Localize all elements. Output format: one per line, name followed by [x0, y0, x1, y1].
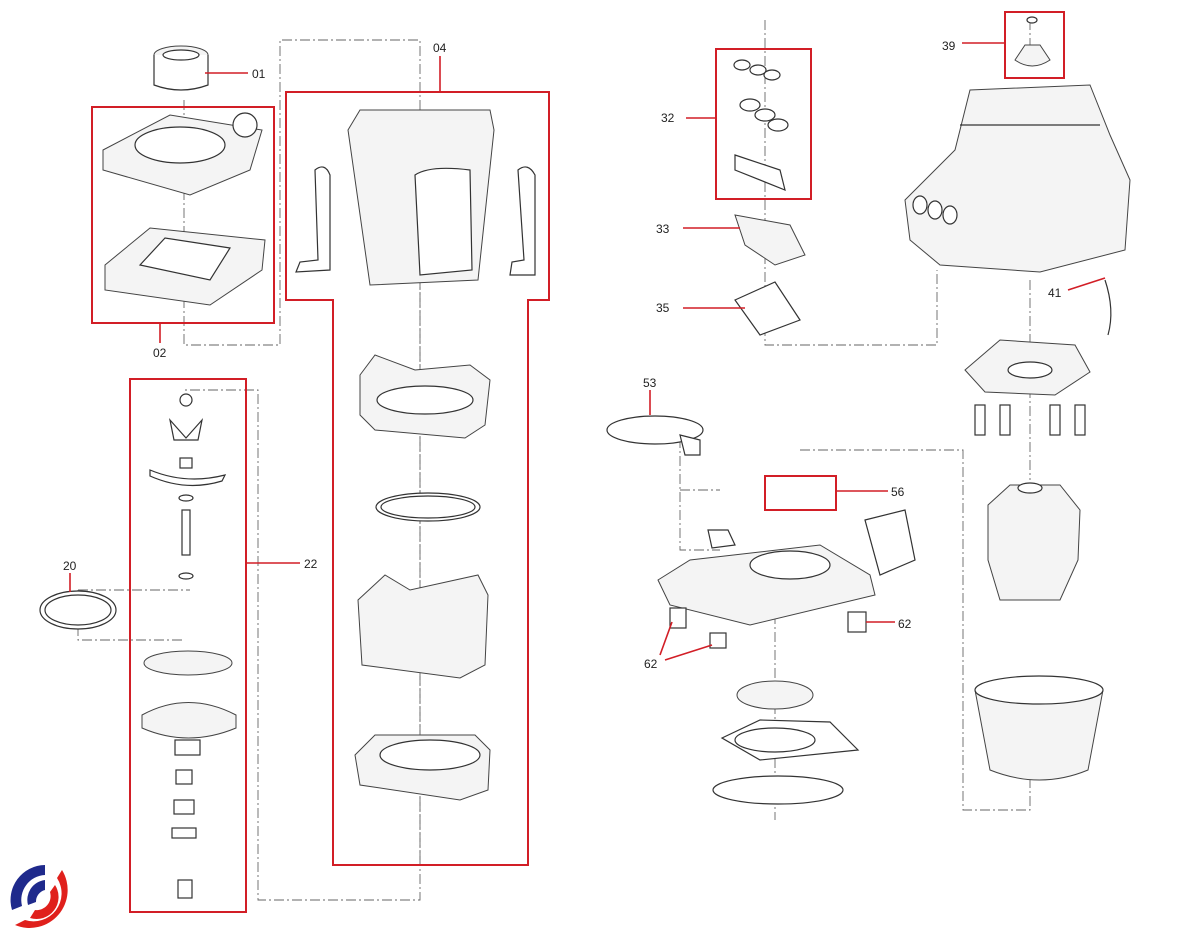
leader-lines [69, 42, 1106, 661]
callout-label: 33 [656, 222, 670, 236]
callout-label: 39 [942, 39, 956, 53]
control-panel-part [734, 214, 806, 266]
lid-seal-part [104, 227, 266, 306]
callout-label: 01 [252, 67, 266, 81]
lid-cap-part [153, 45, 209, 91]
blade-assembly-parts [39, 393, 237, 899]
callout-label: 02 [153, 346, 167, 360]
motor-base-housing-part [904, 84, 1131, 273]
jar-base-part [354, 734, 491, 801]
callout-label: 56 [891, 485, 905, 499]
fan-part [736, 680, 814, 710]
motor-housing-part [974, 675, 1104, 781]
callout-label: 04 [433, 41, 447, 55]
jar-sleeve-part [357, 574, 489, 679]
lid-part [102, 112, 263, 196]
jar-part [295, 109, 536, 286]
callout-labels: 01 02 04 20 22 32 33 35 39 41 53 56 62 6… [63, 39, 1062, 671]
motor-part [987, 482, 1081, 601]
callout-label: 32 [661, 111, 675, 125]
cord-part [1104, 279, 1112, 336]
coupling-part [1014, 16, 1051, 67]
callout-label: 62 [644, 657, 658, 671]
callout-label: 35 [656, 301, 670, 315]
brand-logo [10, 865, 68, 928]
callout-box-04 [285, 91, 550, 866]
callout-label: 41 [1048, 286, 1062, 300]
callout-label: 20 [63, 559, 77, 573]
wiring-loop-part [606, 415, 704, 456]
control-board-part [734, 281, 801, 336]
callout-label: 62 [898, 617, 912, 631]
mounting-plate-part [964, 339, 1091, 436]
jar-ring-part [375, 492, 481, 522]
control-buttons-part [733, 59, 789, 191]
callout-box-39 [1004, 11, 1065, 79]
base-plate-part [712, 719, 860, 805]
callout-box-56 [764, 475, 837, 511]
callout-boxes [91, 11, 1065, 913]
base-tray-part [657, 509, 916, 649]
jar-base-frame-part [359, 354, 491, 439]
callout-box-02 [91, 106, 275, 324]
callout-box-32 [715, 48, 812, 200]
callout-label: 53 [643, 376, 657, 390]
callout-label: 22 [304, 557, 318, 571]
callout-box-22 [129, 378, 247, 913]
